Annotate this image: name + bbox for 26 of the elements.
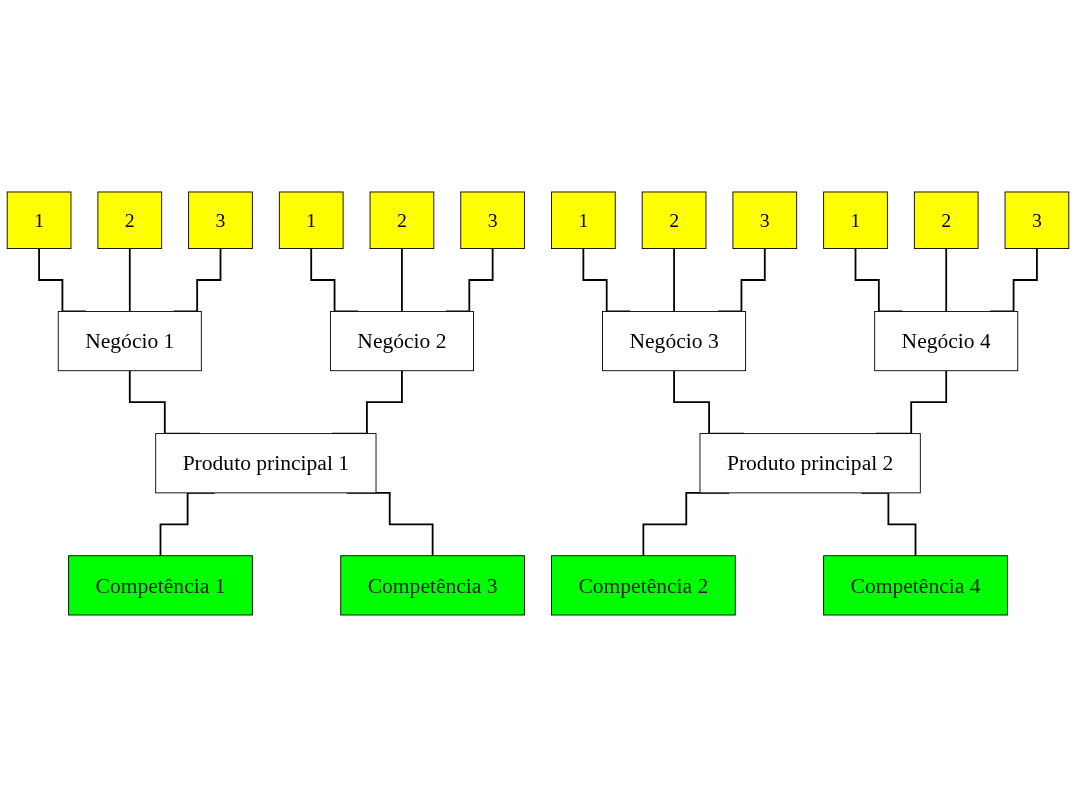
node-box: 3 bbox=[1004, 191, 1070, 249]
node-box: 2 bbox=[913, 191, 979, 249]
node-box: Negócio 1 bbox=[57, 311, 202, 372]
connector bbox=[945, 247, 948, 313]
node-box: Competência 2 bbox=[551, 555, 736, 616]
node-box: 3 bbox=[188, 191, 253, 249]
node-box: 1 bbox=[823, 191, 888, 249]
node-box: Negócio 4 bbox=[874, 311, 1019, 372]
node-box: 3 bbox=[732, 191, 798, 249]
connector bbox=[401, 247, 403, 313]
node-box: 1 bbox=[278, 191, 344, 249]
node-box: Negócio 3 bbox=[602, 311, 747, 372]
node-box: 2 bbox=[369, 191, 435, 249]
node-box: Competência 1 bbox=[68, 555, 253, 616]
node-box: Produto principal 2 bbox=[699, 433, 921, 494]
node-box: 2 bbox=[97, 191, 163, 249]
node-box: Produto principal 1 bbox=[155, 433, 377, 494]
node-box: 1 bbox=[551, 191, 616, 249]
node-box: 1 bbox=[6, 191, 72, 249]
node-box: Competência 3 bbox=[340, 555, 525, 616]
connector bbox=[673, 247, 675, 313]
node-box: Negócio 2 bbox=[329, 311, 474, 372]
node-box: 3 bbox=[460, 191, 525, 249]
connector bbox=[128, 247, 131, 313]
node-box: Competência 4 bbox=[823, 555, 1008, 616]
node-box: 2 bbox=[641, 191, 707, 249]
